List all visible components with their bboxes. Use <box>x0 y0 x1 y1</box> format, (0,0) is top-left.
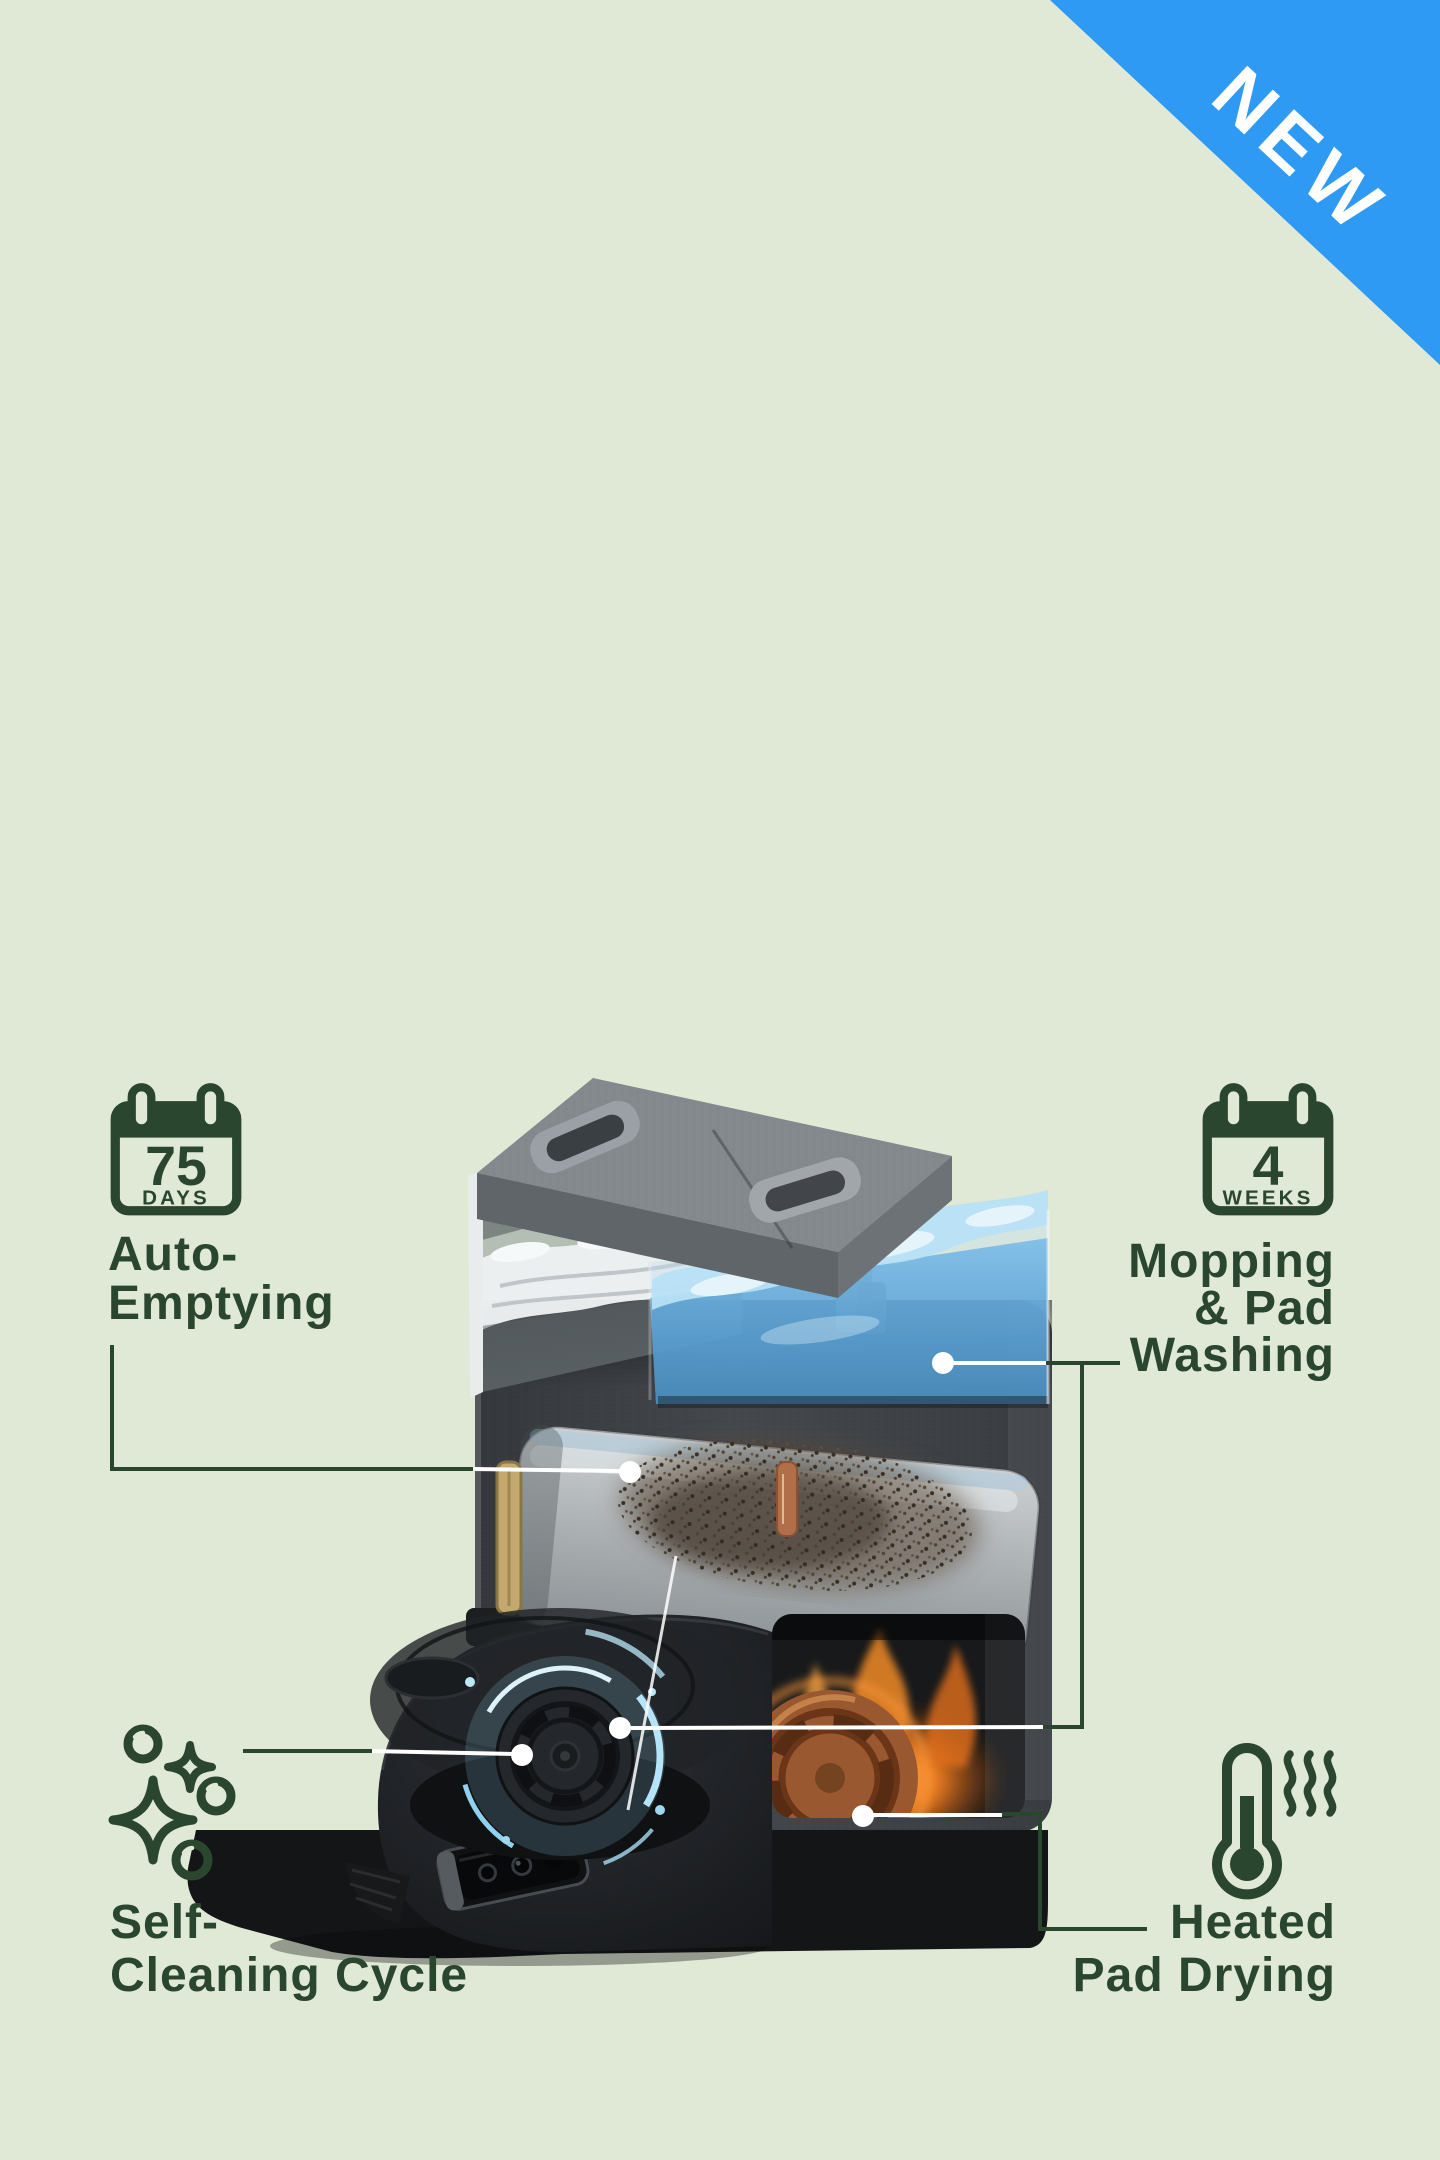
label-line: Emptying <box>108 1277 335 1330</box>
brand-tag <box>776 1461 798 1537</box>
dust-bag <box>495 1425 1041 1671</box>
calendar-icon: 75 DAYS <box>110 1083 242 1216</box>
label-line: Mopping <box>1128 1235 1335 1288</box>
sparkles-icon <box>108 1724 236 1881</box>
label-line: Washing <box>1129 1329 1335 1382</box>
label-line: Cleaning Cycle <box>110 1949 469 2002</box>
thermometer-icon <box>1212 1743 1337 1900</box>
washing-pad <box>410 1627 710 1885</box>
leader-lines-green <box>110 1345 1147 1931</box>
feature-label-auto-emptying: Auto- Emptying <box>108 1230 335 1328</box>
robot-vacuum <box>345 1608 772 1952</box>
label-line: Heated <box>1169 1896 1336 1949</box>
leader-lines-white <box>371 1361 1046 1817</box>
feature-label-self-cleaning: Self- Cleaning Cycle <box>110 1896 468 2002</box>
calendar-stat-value: 75 <box>145 1135 207 1197</box>
label-line: Auto- <box>108 1228 239 1281</box>
calendar-icon: 4 WEEKS <box>1202 1083 1334 1216</box>
tank-lids <box>477 1078 952 1298</box>
leader-dots <box>511 1352 954 1827</box>
heated-dock-opening <box>772 1614 1025 1818</box>
calendar-stat-unit: DAYS <box>142 1187 210 1210</box>
feature-label-mopping-pad-washing: Mopping & Pad Washing <box>1128 1235 1335 1382</box>
calendar-stat-unit: WEEKS <box>1223 1187 1314 1210</box>
label-line: Pad Drying <box>1072 1949 1336 2002</box>
calendar-stat-value: 4 <box>1253 1135 1284 1197</box>
label-line: Self- <box>110 1896 220 1949</box>
label-line: & Pad <box>1193 1282 1335 1335</box>
debris-stream-line <box>626 1555 678 1811</box>
feature-label-heated-pad-drying: Heated Pad Drying <box>1073 1896 1336 2002</box>
